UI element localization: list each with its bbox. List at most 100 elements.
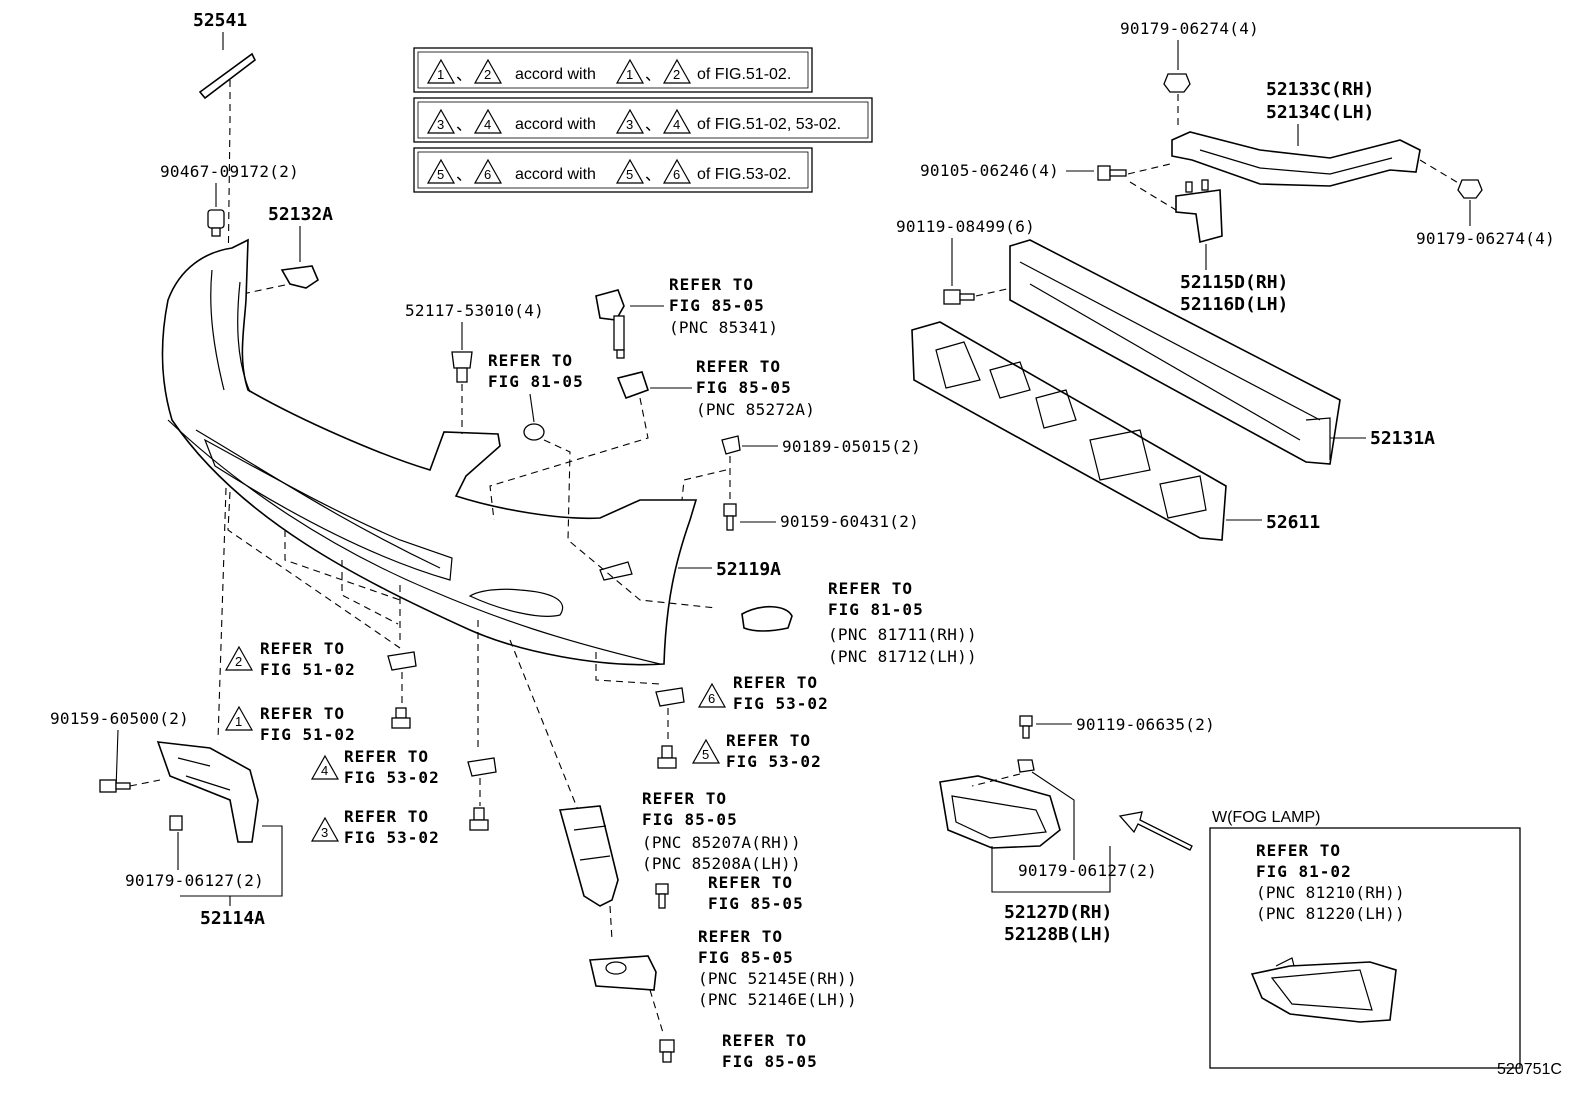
svg-text:1: 1 xyxy=(235,714,242,729)
part-90467-09172[interactable]: 90467-09172(2) xyxy=(160,162,299,237)
svg-text:(PNC 85208A(LH)): (PNC 85208A(LH)) xyxy=(642,854,801,873)
svg-text:90159-60431(2): 90159-60431(2) xyxy=(780,512,919,531)
ref-triangle-6[interactable]: 6 REFER TO FIG 53-02 xyxy=(655,673,829,740)
ref-85-05-bolt[interactable]: REFER TO FIG 85-05 xyxy=(655,873,804,913)
svg-text:FIG 53-02: FIG 53-02 xyxy=(726,752,822,771)
svg-text:、: 、 xyxy=(645,67,661,84)
part-90179-06274-right[interactable]: 90179-06274(4) xyxy=(1416,159,1555,248)
part-52541[interactable]: 52541 xyxy=(193,10,257,441)
ref-81711[interactable]: REFER TO FIG 81-05 (PNC 81711(RH)) (PNC … xyxy=(741,579,977,666)
fog-lamp-icon xyxy=(1250,957,1397,1023)
part-52114A[interactable]: 90159-60500(2) 90179-06127(2) 52114A xyxy=(50,709,283,929)
part-90119-06635[interactable]: 90119-06635(2) xyxy=(1019,715,1215,739)
svg-text:FIG 81-05: FIG 81-05 xyxy=(828,600,924,619)
ref-81-05-grommet[interactable]: REFER TO FIG 81-05 xyxy=(488,351,717,609)
svg-text:FIG 51-02: FIG 51-02 xyxy=(260,660,356,679)
part-90189-05015[interactable]: 90189-05015(2) xyxy=(681,435,921,501)
ref-85207A[interactable]: REFER TO FIG 85-05 (PNC 85207A(RH)) (PNC… xyxy=(558,789,801,941)
svg-text:90179-06127(2): 90179-06127(2) xyxy=(1018,861,1157,880)
svg-text:4: 4 xyxy=(673,117,680,132)
svg-text:52133C(RH): 52133C(RH) xyxy=(1266,79,1374,100)
svg-text:52116D(LH): 52116D(LH) xyxy=(1180,294,1288,315)
svg-text:accord with: accord with xyxy=(515,66,596,83)
svg-text:90179-06274(4): 90179-06274(4) xyxy=(1416,229,1555,248)
svg-text:(PNC 81210(RH)): (PNC 81210(RH)) xyxy=(1256,883,1405,902)
svg-text:FIG 51-02: FIG 51-02 xyxy=(260,725,356,744)
svg-text:52611: 52611 xyxy=(1266,512,1320,533)
part-52115D-52116D[interactable]: 52115D(RH) 52116D(LH) xyxy=(1129,179,1288,315)
svg-text:FIG 81-02: FIG 81-02 xyxy=(1256,862,1352,881)
part-52611-absorber[interactable]: 52611 xyxy=(911,321,1320,541)
svg-text:52127D(RH): 52127D(RH) xyxy=(1004,902,1112,923)
svg-text:accord with: accord with xyxy=(515,116,596,133)
svg-text:52128B(LH): 52128B(LH) xyxy=(1004,924,1112,945)
svg-text:6: 6 xyxy=(708,691,715,706)
ref-triangle-1[interactable]: 1 REFER TO FIG 51-02 xyxy=(225,704,411,744)
part-52119A-bumper-cover[interactable]: 52119A xyxy=(161,238,781,666)
svg-text:(PNC 52145E(RH)): (PNC 52145E(RH)) xyxy=(698,969,857,988)
ref-85341[interactable]: REFER TO FIG 85-05 (PNC 85341) xyxy=(595,275,778,359)
svg-text:(PNC 85272A): (PNC 85272A) xyxy=(696,400,815,419)
svg-text:REFER TO: REFER TO xyxy=(344,747,429,766)
svg-text:(PNC 81712(LH)): (PNC 81712(LH)) xyxy=(828,647,977,666)
fog-lamp-box[interactable]: W(FOG LAMP) REFER TO FIG 81-02 (PNC 8121… xyxy=(1209,809,1521,1069)
part-52127D-52128B-bezel[interactable]: 90179-06127(2) 52127D(RH) 52128B(LH) xyxy=(939,759,1157,945)
svg-text:、: 、 xyxy=(456,167,472,184)
svg-text:REFER TO: REFER TO xyxy=(828,579,913,598)
ref-85-05-bottom-bolt[interactable]: REFER TO FIG 85-05 xyxy=(659,1031,818,1071)
part-52131A-reinforcement[interactable]: 52131A xyxy=(1009,239,1435,465)
svg-text:REFER TO: REFER TO xyxy=(726,731,811,750)
ref-triangle-5[interactable]: 5 REFER TO FIG 53-02 xyxy=(657,731,822,771)
svg-text:4: 4 xyxy=(484,117,491,132)
svg-text:FIG 53-02: FIG 53-02 xyxy=(733,694,829,713)
ref-85272A[interactable]: REFER TO FIG 85-05 (PNC 85272A) xyxy=(489,357,815,521)
svg-text:REFER TO: REFER TO xyxy=(642,789,727,808)
svg-text:90119-06635(2): 90119-06635(2) xyxy=(1076,715,1215,734)
svg-text:、: 、 xyxy=(456,67,472,84)
svg-text:accord with: accord with xyxy=(515,166,596,183)
svg-text:FIG 85-05: FIG 85-05 xyxy=(669,296,765,315)
svg-text:5: 5 xyxy=(702,747,709,762)
svg-text:4: 4 xyxy=(321,763,328,778)
svg-text:FIG 85-05: FIG 85-05 xyxy=(708,894,804,913)
svg-text:90159-60500(2): 90159-60500(2) xyxy=(50,709,189,728)
svg-text:、: 、 xyxy=(456,117,472,134)
part-90159-60431[interactable]: 90159-60431(2) xyxy=(723,503,919,531)
ref-triangle-4[interactable]: 4 REFER TO FIG 53-02 xyxy=(311,747,497,806)
svg-text:52541: 52541 xyxy=(193,10,247,31)
svg-text:3: 3 xyxy=(321,825,328,840)
part-90105-06246[interactable]: 90105-06246(4) xyxy=(920,161,1171,181)
part-52117-53010[interactable]: 52117-53010(4) xyxy=(405,301,544,434)
diagram-code: 520751C xyxy=(1497,1061,1562,1078)
note-box-3: 5 、 6 accord with 5 、 6 of FIG.53-02. xyxy=(413,147,813,193)
svg-text:6: 6 xyxy=(673,167,680,182)
svg-text:of FIG.51-02, 53-02.: of FIG.51-02, 53-02. xyxy=(697,116,841,133)
svg-text:(PNC 52146E(LH)): (PNC 52146E(LH)) xyxy=(698,990,857,1009)
svg-text:52131A: 52131A xyxy=(1370,428,1435,449)
part-90179-06274-top[interactable]: 90179-06274(4) xyxy=(1120,19,1259,128)
svg-text:REFER TO: REFER TO xyxy=(488,351,573,370)
note-box-1: 1 、 2 accord with 1 、 2 of FIG.51-02. xyxy=(413,47,813,93)
svg-text:(PNC 85341): (PNC 85341) xyxy=(669,318,778,337)
svg-text:52134C(LH): 52134C(LH) xyxy=(1266,102,1374,123)
svg-text:REFER TO: REFER TO xyxy=(698,927,783,946)
svg-text:2: 2 xyxy=(673,67,680,82)
svg-text:REFER TO: REFER TO xyxy=(260,704,345,723)
ref-triangle-3[interactable]: 3 REFER TO FIG 53-02 xyxy=(311,807,489,847)
svg-text:FIG 81-05: FIG 81-05 xyxy=(488,372,584,391)
part-52133C-52134C[interactable]: 52133C(RH) 52134C(LH) xyxy=(1171,79,1421,187)
svg-text:REFER TO: REFER TO xyxy=(733,673,818,692)
svg-text:90467-09172(2): 90467-09172(2) xyxy=(160,162,299,181)
ref-52145E[interactable]: REFER TO FIG 85-05 (PNC 52145E(RH)) (PNC… xyxy=(589,927,857,1037)
svg-text:FIG 53-02: FIG 53-02 xyxy=(344,828,440,847)
note-box-2: 3 、 4 accord with 3 、 4 of FIG.51-02, 53… xyxy=(413,97,873,143)
svg-text:、: 、 xyxy=(645,167,661,184)
svg-text:52119A: 52119A xyxy=(716,559,781,580)
part-52132A[interactable]: 52132A xyxy=(189,204,333,306)
svg-text:90179-06127(2): 90179-06127(2) xyxy=(125,871,264,890)
svg-text:52132A: 52132A xyxy=(268,204,333,225)
svg-text:REFER TO: REFER TO xyxy=(669,275,754,294)
ref-triangle-2[interactable]: 2 REFER TO FIG 51-02 xyxy=(225,639,417,704)
svg-text:REFER TO: REFER TO xyxy=(722,1031,807,1050)
